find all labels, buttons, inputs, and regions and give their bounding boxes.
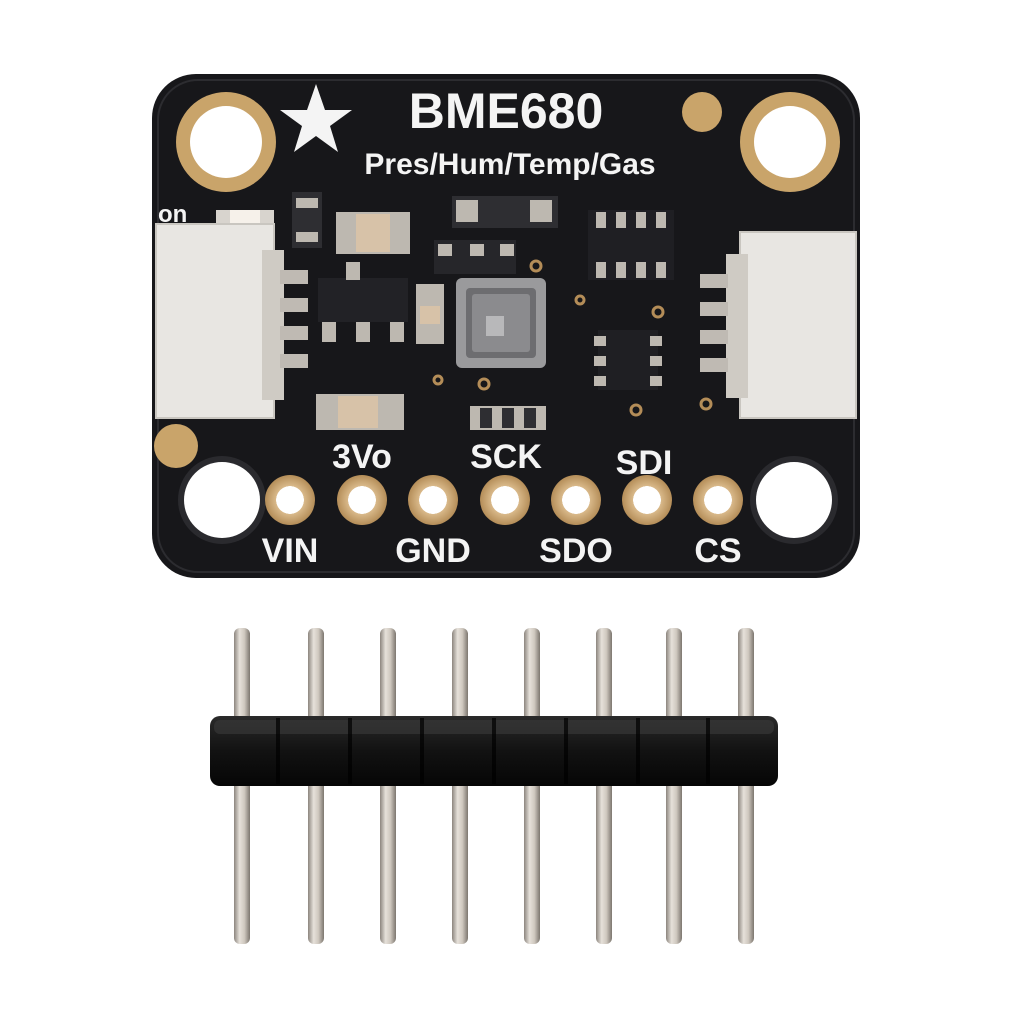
- pin-label-gnd: GND: [395, 532, 471, 570]
- mounting-hole-top-left: [176, 92, 276, 192]
- board-subtitle: Pres/Hum/Temp/Gas: [364, 148, 655, 181]
- pin-header-strip: [210, 628, 778, 944]
- pin-label-sdo: SDO: [539, 532, 613, 570]
- level-shifter-top: [588, 210, 674, 280]
- pin-label-cs: CS: [694, 532, 741, 570]
- pad-gnd: [408, 475, 458, 525]
- bme680-sensor-chip: [456, 278, 546, 368]
- stemma-connector-left: [155, 223, 308, 419]
- board-title: BME680: [409, 83, 604, 139]
- star-logo-icon: [280, 84, 352, 152]
- level-shifter-bottom: [594, 330, 662, 390]
- vias: [432, 259, 713, 417]
- pad-sdo: [551, 475, 601, 525]
- pin-label-vin: VIN: [262, 532, 319, 570]
- header-plastic-body: [210, 716, 778, 786]
- smd-components-left: [292, 192, 444, 430]
- header-pads: [265, 475, 743, 525]
- stemma-connector-right: [700, 231, 857, 419]
- mounting-hole-top-right: [740, 92, 840, 192]
- regulator-chip: [434, 196, 558, 274]
- mounting-hole-bottom-right: [750, 456, 838, 544]
- pin-label-3vo: 3Vo: [332, 438, 392, 476]
- pad-sck: [480, 475, 530, 525]
- pad-vin: [265, 475, 315, 525]
- pad-cs: [693, 475, 743, 525]
- fiducial-left: [154, 424, 198, 468]
- fiducial-top: [682, 92, 722, 132]
- pin-label-sck: SCK: [470, 438, 542, 476]
- pad-sdi: [622, 475, 672, 525]
- pcb-board: BME680 Pres/Hum/Temp/Gas on: [152, 74, 860, 578]
- pad-3vo: [337, 475, 387, 525]
- mounting-hole-bottom-left: [178, 456, 266, 544]
